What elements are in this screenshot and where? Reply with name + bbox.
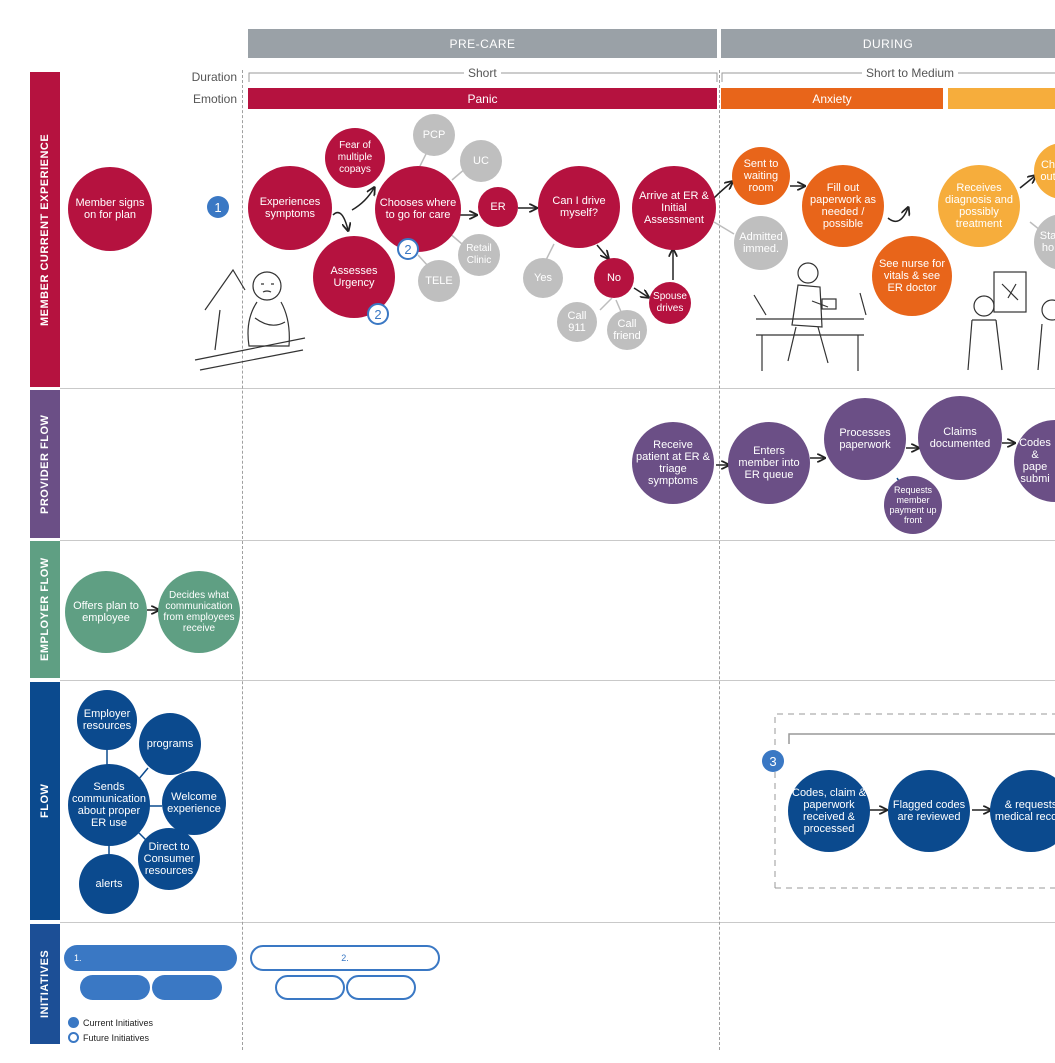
phase-during-label: DURING [862, 36, 914, 51]
sketch-person-sick [194, 268, 306, 371]
row-divider [60, 388, 1055, 389]
node-assesses-urgency: Assesses Urgency [313, 236, 395, 318]
node-waiting-room: Sent to waiting room [732, 147, 790, 205]
emotion-next-bar [948, 88, 1055, 109]
node-sends-communication: Sends communication about proper ER use [68, 764, 150, 846]
legend-future: Future Initiatives [68, 1032, 149, 1043]
node-uc: UC [460, 140, 502, 182]
initiative-pill-1a [80, 975, 150, 1000]
phase-during: DURING [721, 29, 1055, 58]
node-flagged-codes: Flagged codes are reviewed [888, 770, 970, 852]
legend-current-dot [68, 1017, 79, 1028]
initiative-pill-2: 2. [250, 945, 440, 971]
node-programs: programs [139, 713, 201, 775]
node-receive-patient: Receive patient at ER & triage symptoms [632, 422, 714, 504]
node-welcome-experience: Welcome experience [162, 771, 226, 835]
node-codes-claim-processed: Codes, claim & paperwork received & proc… [788, 770, 870, 852]
node-processes-paperwork: Processes paperwork [824, 398, 906, 480]
node-can-drive: Can I drive myself? [538, 166, 620, 248]
node-no: No [594, 258, 634, 298]
legend-current-label: Current Initiatives [83, 1017, 154, 1028]
initiative-pill-1b [152, 975, 222, 1000]
initiative-pill-2a [275, 975, 345, 1000]
node-call-911: Call 911 [557, 302, 597, 342]
initiative-pill-2b [346, 975, 416, 1000]
marker-2: 2 [367, 303, 389, 325]
initiative-pill-1: 1. [64, 945, 237, 971]
node-see-nurse: See nurse for vitals & see ER doctor [872, 236, 952, 316]
emotion-anxiety-label: Anxiety [812, 91, 852, 106]
marker-3: 3 [762, 750, 784, 772]
node-direct-consumer: Direct to Consumer resources [138, 828, 200, 890]
phase-pre-care: PRE-CARE [248, 29, 717, 58]
node-retail-clinic: Retail Clinic [458, 234, 500, 276]
marker-2: 2 [397, 238, 419, 260]
legend-future-label: Future Initiatives [83, 1032, 150, 1043]
node-employer-resources: Employer resources [77, 690, 137, 750]
legend-current: Current Initiatives [68, 1017, 153, 1028]
sketch-doctor [967, 271, 1055, 371]
node-fear-copays: Fear of multiple copays [325, 128, 385, 188]
node-member-signs-on: Member signs on for plan [68, 167, 152, 251]
node-stay-partial: Sta ho [1034, 214, 1055, 270]
phase-divider [719, 70, 720, 1050]
row-divider [60, 922, 1055, 923]
marker-1: 1 [207, 196, 229, 218]
node-er: ER [478, 187, 518, 227]
node-alerts: alerts [79, 854, 139, 914]
node-pcp: PCP [413, 114, 455, 156]
node-requests-payment: Requests member payment up front [884, 476, 942, 534]
node-checks-out-partial: Ch out [1034, 143, 1055, 199]
node-arrive-er: Arrive at ER & Initial Assessment [632, 166, 716, 250]
node-chooses-care: Chooses where to go for care [375, 166, 461, 252]
node-experiences-symptoms: Experiences symptoms [248, 166, 332, 250]
node-decides-communication: Decides what communication from employee… [158, 571, 240, 653]
node-spouse-drives: Spouse drives [649, 282, 691, 324]
row-divider [60, 680, 1055, 681]
node-requests-record: & requests medical record [990, 770, 1055, 852]
node-yes: Yes [523, 258, 563, 298]
duration-short-medium: Short to Medium [862, 66, 959, 80]
sketch-waiting-room [753, 262, 867, 371]
phase-pre-care-label: PRE-CARE [449, 36, 516, 51]
emotion-anxiety-bar: Anxiety [721, 88, 943, 109]
node-offers-plan: Offers plan to employee [65, 571, 147, 653]
row-divider [60, 540, 1055, 541]
emotion-panic-label: Panic [467, 91, 498, 106]
emotion-label: Emotion [192, 92, 237, 106]
node-tele: TELE [418, 260, 460, 302]
emotion-panic-bar: Panic [248, 88, 717, 109]
phase-divider [242, 70, 243, 1050]
node-receives-diagnosis: Receives diagnosis and possibly treatmen… [938, 165, 1020, 247]
duration-short: Short [464, 66, 501, 80]
node-enters-queue: Enters member into ER queue [728, 422, 810, 504]
node-claims-documented: Claims documented [918, 396, 1002, 480]
node-call-friend: Call friend [607, 310, 647, 350]
duration-label: Duration [191, 70, 237, 84]
legend-future-dot [68, 1032, 79, 1043]
node-admitted: Admitted immed. [734, 216, 788, 270]
node-fill-paperwork: Fill out paperwork as needed / possible [802, 165, 884, 247]
